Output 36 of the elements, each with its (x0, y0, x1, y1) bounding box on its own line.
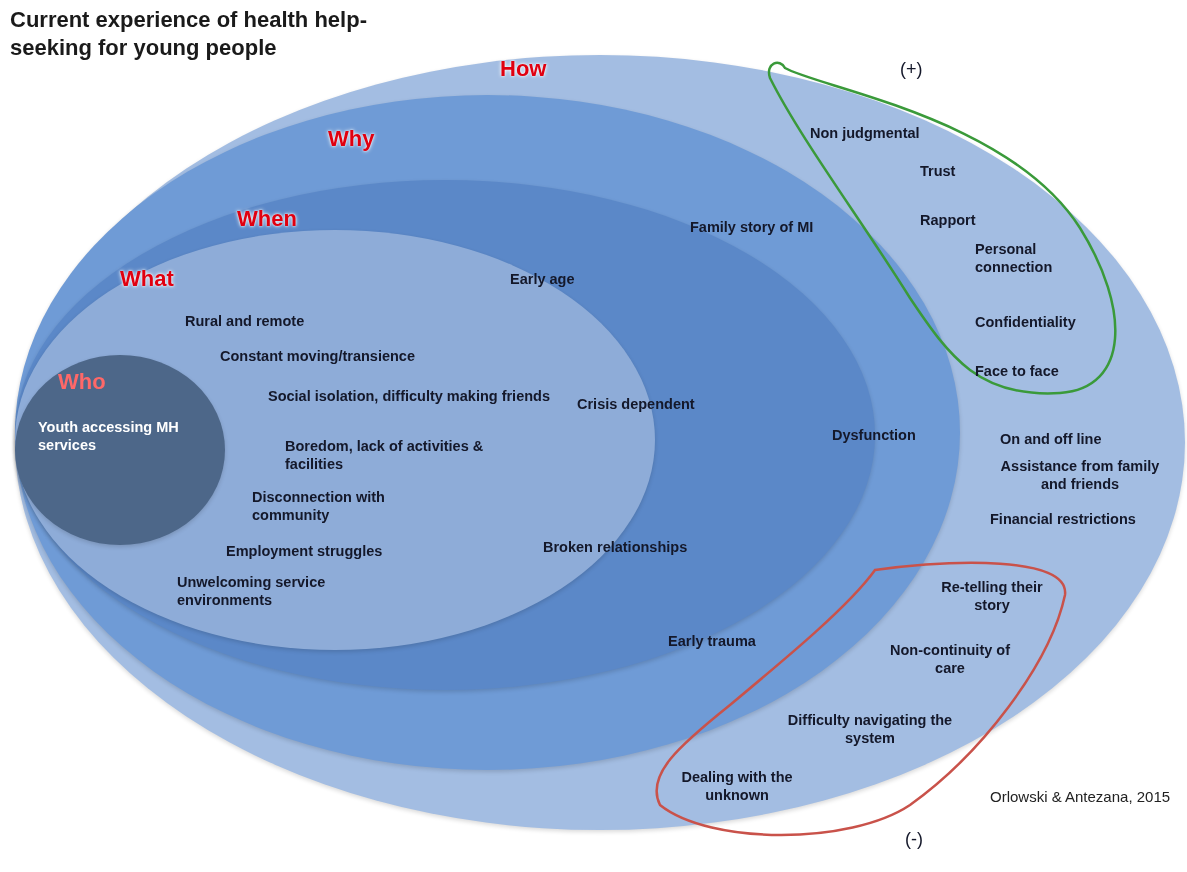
factor-text: Non judgmental (810, 124, 921, 143)
factor-text: Employment struggles (226, 542, 384, 561)
diagram-title: Current experience of health help-seeking for young people (10, 6, 368, 61)
factor-text: Social isolation, difficulty making friends (268, 387, 551, 406)
factor-text: Constant moving/transience (220, 347, 416, 366)
factor-text: Trust (920, 162, 957, 181)
factor-text: Assistance from family and friends (999, 457, 1161, 494)
factor-text: Boredom, lack of activities & facilities (285, 437, 485, 474)
ring-heading: When (237, 205, 297, 233)
factor-text: Unwelcoming service environments (177, 573, 327, 610)
factor-text: Broken relationships (543, 538, 688, 557)
factor-text: Disconnection with community (252, 488, 386, 525)
factor-text: Difficulty navigating the system (786, 711, 954, 748)
factor-text: Rural and remote (185, 312, 306, 331)
factor-text: Face to face (975, 362, 1060, 381)
factor-text: Re-telling their story (940, 578, 1044, 615)
sign-label: (-) (905, 828, 923, 851)
factor-text: Confidentiality (975, 313, 1077, 332)
ring-heading: What (120, 265, 174, 293)
factor-text: On and off line (1000, 430, 1103, 449)
ring-heading: How (500, 55, 547, 83)
factor-text: Financial restrictions (990, 510, 1137, 529)
factor-text: Personal connection (975, 240, 1054, 277)
factor-text: Family story of MI (690, 218, 814, 237)
factor-text: Rapport (920, 211, 977, 230)
ring-heading: Why (328, 125, 375, 153)
factor-text: Crisis dependent (577, 395, 695, 414)
factor-text: Early trauma (668, 632, 756, 651)
factor-text: Non-continuity of care (889, 641, 1011, 678)
factor-text: Dealing with the unknown (680, 768, 794, 805)
factor-text: Youth accessing MH services (38, 418, 180, 455)
factor-text: Early age (510, 270, 575, 289)
sign-label: (+) (900, 58, 923, 81)
source-credit: Orlowski & Antezana, 2015 (990, 788, 1171, 805)
factor-text: Dysfunction (832, 426, 916, 445)
ring-heading: Who (58, 368, 106, 396)
